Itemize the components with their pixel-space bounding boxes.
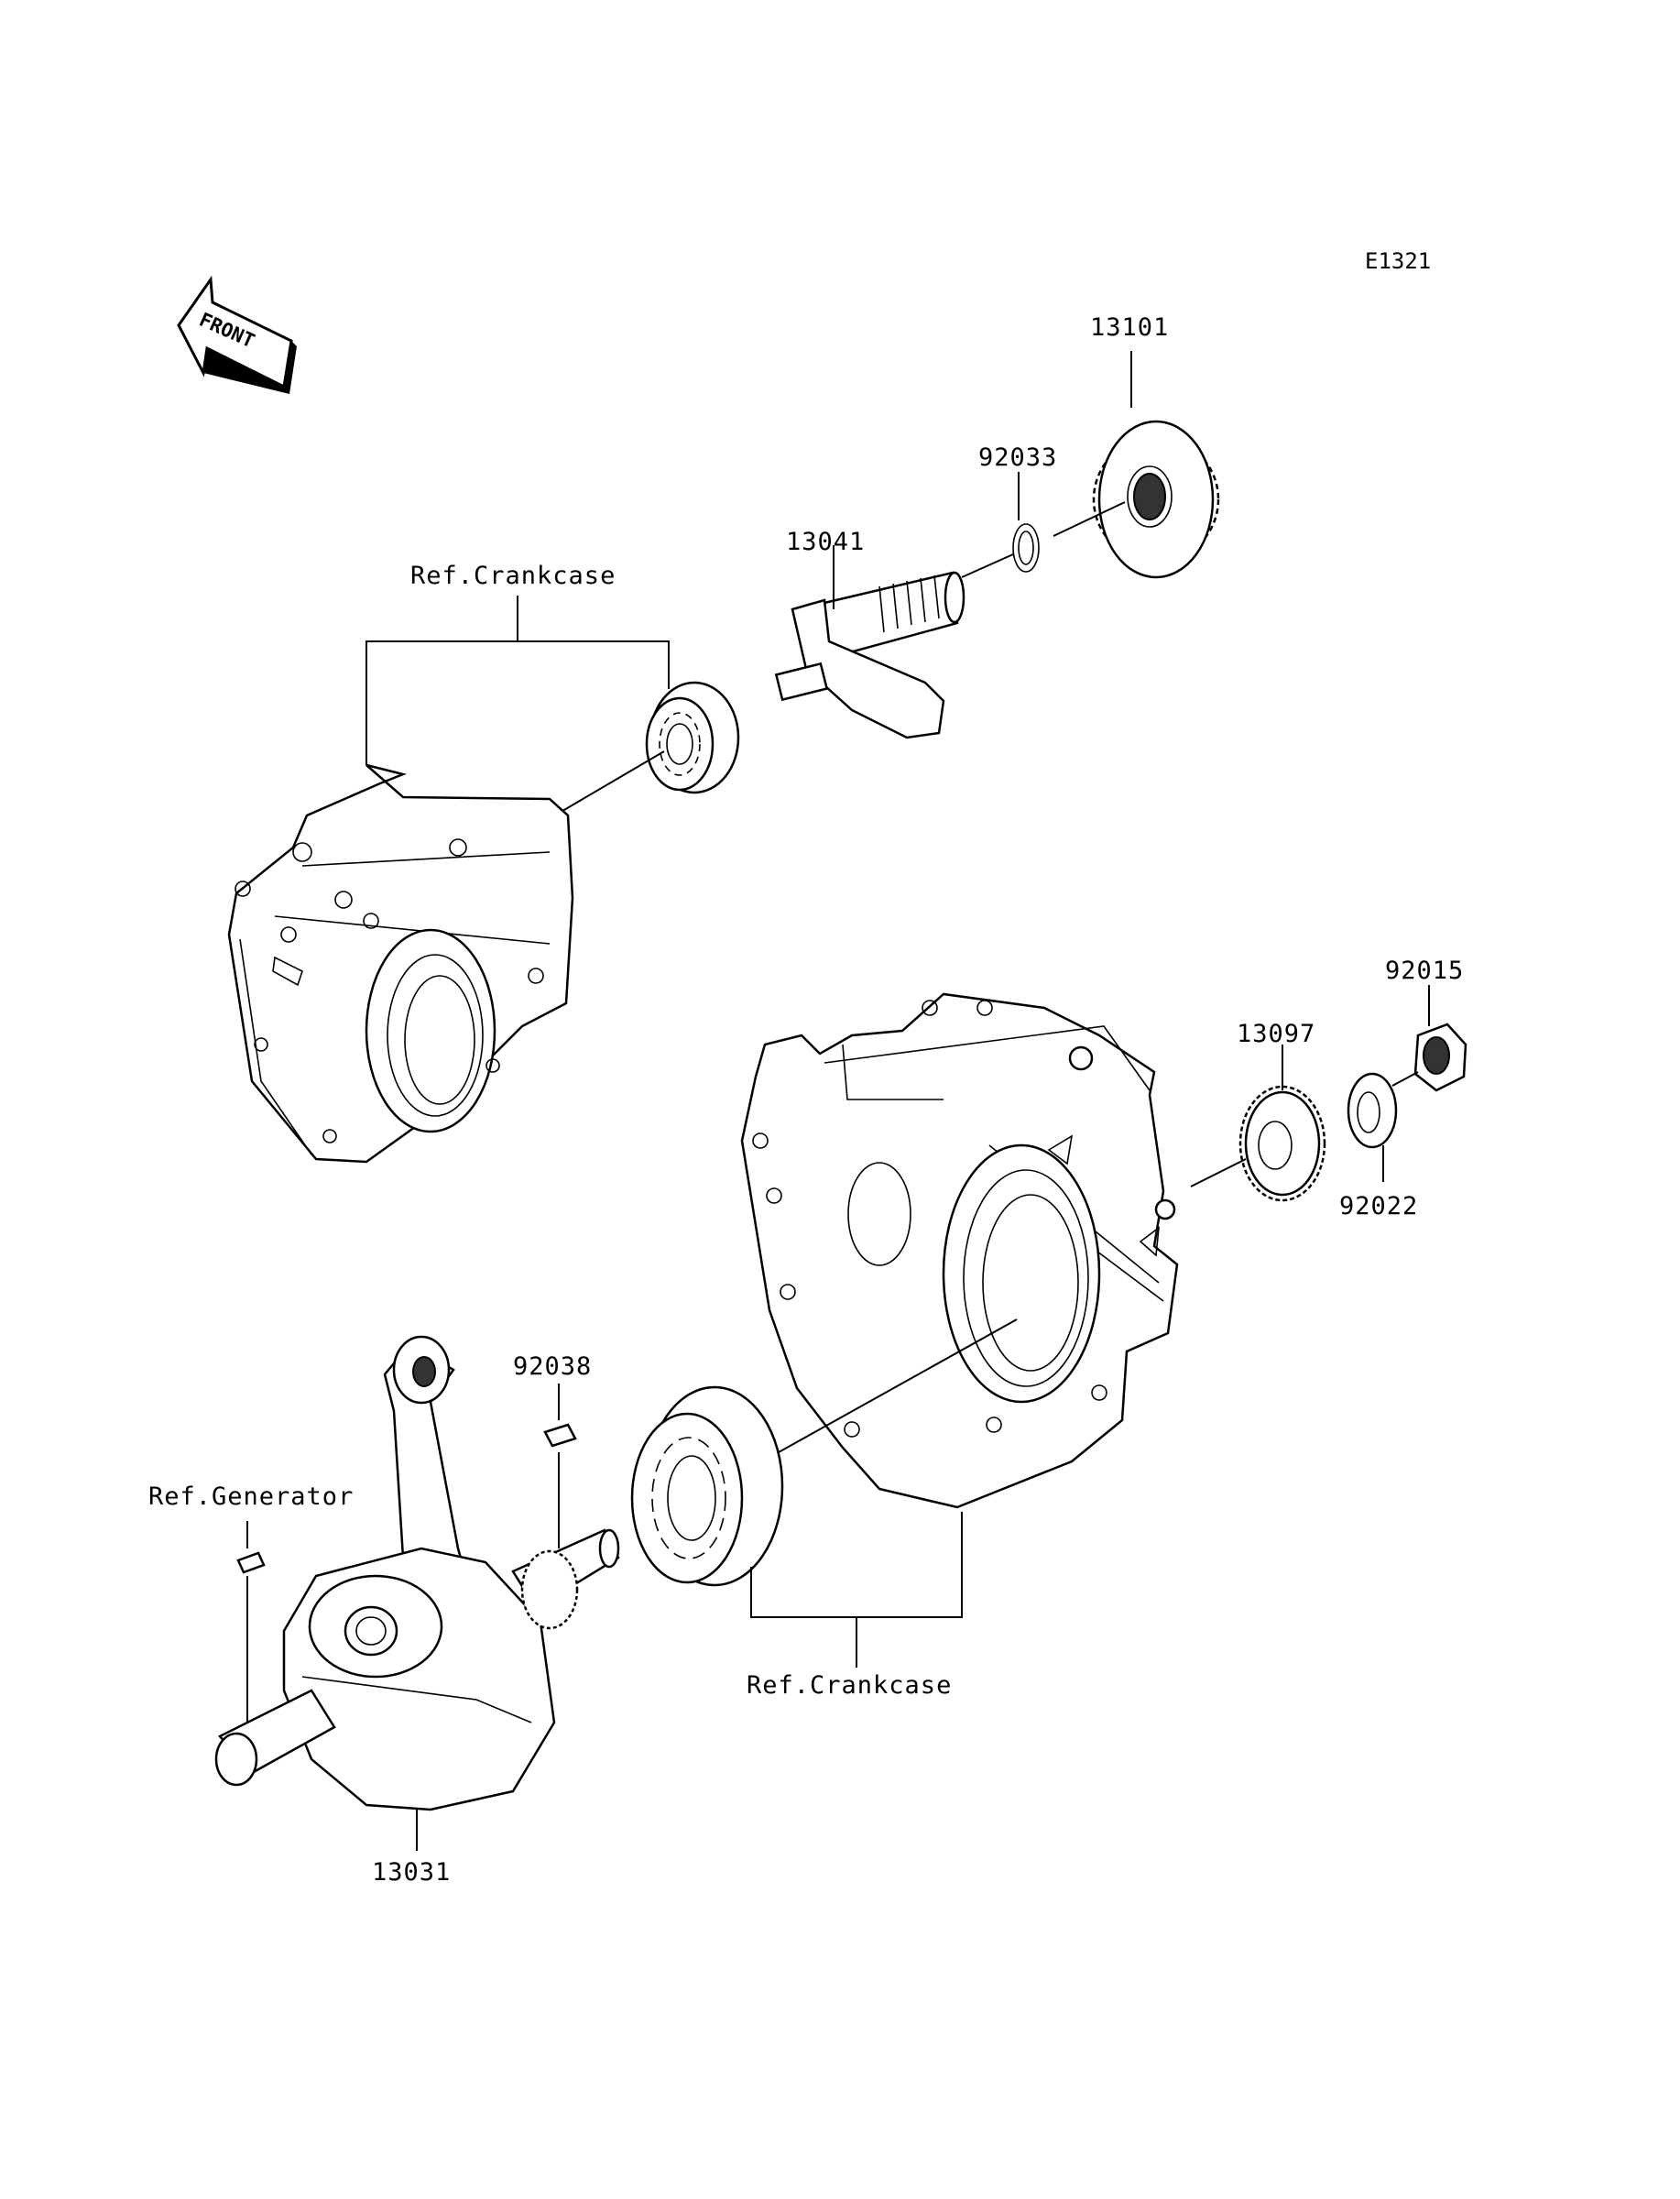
circlip-92033 <box>1012 523 1040 573</box>
ref-generator-label: Ref.Generator <box>148 1482 354 1511</box>
axis-line-92015 <box>1391 1071 1419 1087</box>
ref-crankcase-upper-label: Ref.Crankcase <box>410 562 616 590</box>
axis-line-13101 <box>1053 501 1126 537</box>
crankcase-half-left <box>227 763 574 1164</box>
axis-line-92033 <box>961 553 1014 578</box>
axis-line-13097 <box>1190 1158 1247 1187</box>
part-number-92015: 92015 <box>1385 957 1464 985</box>
washer-92022 <box>1347 1072 1398 1149</box>
crankcase-half-right <box>740 992 1179 1509</box>
ref-crankcase-lower-label: Ref.Crankcase <box>747 1671 952 1700</box>
gear-13101 <box>1092 420 1220 579</box>
part-number-13041: 13041 <box>786 528 865 556</box>
part-number-92038: 92038 <box>513 1352 592 1381</box>
gear-13097 <box>1238 1085 1326 1202</box>
bearing-upper <box>645 681 740 794</box>
key-92038 <box>543 1423 577 1448</box>
ref-crankcase-lower-bracket <box>750 1512 963 1618</box>
part-number-13031: 13031 <box>372 1858 451 1887</box>
nut-92015 <box>1413 1023 1467 1092</box>
ref-crankcase-upper-bracket <box>365 640 670 765</box>
balancer-shaft-13041 <box>774 571 965 739</box>
generator-key <box>236 1551 266 1574</box>
part-number-13101: 13101 <box>1090 313 1169 342</box>
part-number-92033: 92033 <box>978 443 1057 472</box>
front-arrow-icon: FRONT <box>177 275 297 394</box>
bearing-lower <box>630 1385 784 1587</box>
crankshaft-13031 <box>214 1335 620 1811</box>
diagram-code: E1321 <box>1365 248 1431 274</box>
part-number-13097: 13097 <box>1237 1020 1315 1048</box>
axis-line-lower-bearing <box>778 1318 1018 1453</box>
part-number-92022: 92022 <box>1339 1192 1418 1220</box>
